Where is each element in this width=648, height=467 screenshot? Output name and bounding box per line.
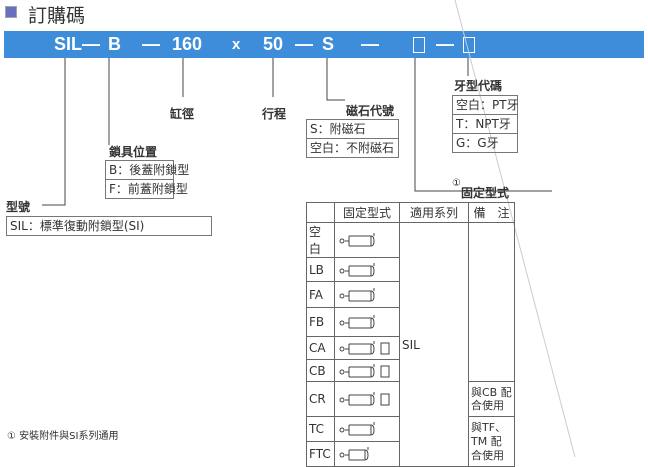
code-dash: — bbox=[361, 34, 379, 54]
mount-marker: ① bbox=[452, 178, 461, 189]
header-series: 適用系列 bbox=[399, 202, 469, 223]
mount-code: CB bbox=[306, 359, 335, 382]
remark-cell: 與TF、TM 配合使用 bbox=[468, 416, 515, 467]
magnet-option: S：附磁石 bbox=[310, 122, 366, 136]
code-stroke: 50 bbox=[263, 34, 284, 54]
mount-code: 空白 bbox=[306, 222, 335, 258]
code-mount-placeholder bbox=[413, 37, 425, 53]
model-option: SIL：標準復動附鎖型(SI) bbox=[10, 219, 145, 233]
mount-diagram-icon bbox=[334, 441, 400, 467]
code-dash: — bbox=[142, 34, 160, 54]
magnet-options: S：附磁石 空白：不附磁石 bbox=[306, 119, 399, 158]
lock-option: F：前蓋附鎖型 bbox=[106, 179, 188, 198]
mount-diagram-icon bbox=[334, 416, 400, 442]
table-row: CA bbox=[306, 336, 515, 360]
table-row: LB bbox=[306, 257, 515, 282]
header-remark: 備 注 bbox=[468, 202, 515, 223]
remark-cell: 與CB 配合使用 bbox=[468, 381, 515, 417]
mount-code: FB bbox=[306, 307, 335, 337]
thread-option: 空白：PT牙 bbox=[456, 98, 519, 112]
mount-diagram-icon bbox=[334, 222, 400, 258]
thread-options: 空白：PT牙 T：NPT牙 G：G牙 bbox=[452, 95, 519, 153]
thread-option: G：G牙 bbox=[453, 133, 517, 152]
mount-diagram-icon bbox=[334, 381, 400, 417]
series-cell: SIL bbox=[399, 222, 469, 467]
mount-diagram-icon bbox=[334, 281, 400, 308]
code-dash: — bbox=[295, 34, 313, 54]
thread-option: T：NPT牙 bbox=[453, 114, 517, 133]
mount-diagram-icon bbox=[334, 307, 400, 337]
page-title: 訂購碼 bbox=[28, 5, 86, 27]
remark-cell bbox=[468, 222, 515, 382]
order-code-bar: SIL — B — 160 x 50 — S — — bbox=[4, 31, 644, 58]
code-magnet: S bbox=[322, 34, 335, 54]
mount-diagram-icon bbox=[334, 336, 400, 360]
table-row: 空白 SIL bbox=[306, 222, 515, 467]
footnote: ① 安裝附件與SI系列通用 bbox=[7, 431, 119, 442]
magnet-option: 空白：不附磁石 bbox=[307, 138, 398, 157]
header-mount: 固定型式 bbox=[334, 202, 400, 223]
lock-option: B：後蓋附鎖型 bbox=[109, 163, 190, 177]
callout-lines bbox=[42, 0, 576, 457]
lock-options: B：後蓋附鎖型 F：前蓋附鎖型 bbox=[105, 160, 190, 199]
table-row: FA bbox=[306, 281, 515, 308]
magnet-label: 磁石代號 bbox=[346, 104, 395, 118]
title-icon bbox=[5, 6, 17, 18]
mount-code: FA bbox=[306, 281, 335, 308]
table-row: FB bbox=[306, 307, 515, 337]
code-bore: 160 bbox=[172, 34, 203, 54]
table-header: 固定型式 適用系列 備 注 bbox=[306, 202, 515, 223]
mount-code: CR bbox=[306, 381, 335, 417]
code-dash: — bbox=[82, 34, 100, 54]
code-dash: — bbox=[436, 34, 454, 54]
code-model: SIL bbox=[54, 34, 83, 54]
thread-label: 牙型代碼 bbox=[454, 79, 503, 93]
bore-label: 缸徑 bbox=[170, 107, 195, 121]
mount-code: TC bbox=[306, 416, 335, 442]
mount-code: CA bbox=[306, 336, 335, 360]
table-row: CB bbox=[306, 359, 515, 382]
lock-label: 鎖具位置 bbox=[109, 145, 158, 159]
mount-code: FTC bbox=[306, 441, 335, 467]
mount-label: 固定型式 bbox=[461, 186, 510, 200]
mount-diagram-icon bbox=[334, 257, 400, 282]
code-lock: B bbox=[108, 34, 121, 54]
stroke-label: 行程 bbox=[262, 107, 287, 121]
code-times: x bbox=[232, 36, 241, 53]
mount-code: LB bbox=[306, 257, 335, 282]
model-options: SIL：標準復動附鎖型(SI) bbox=[6, 216, 212, 236]
model-label: 型號 bbox=[6, 200, 31, 214]
mount-diagram-icon bbox=[334, 359, 400, 382]
